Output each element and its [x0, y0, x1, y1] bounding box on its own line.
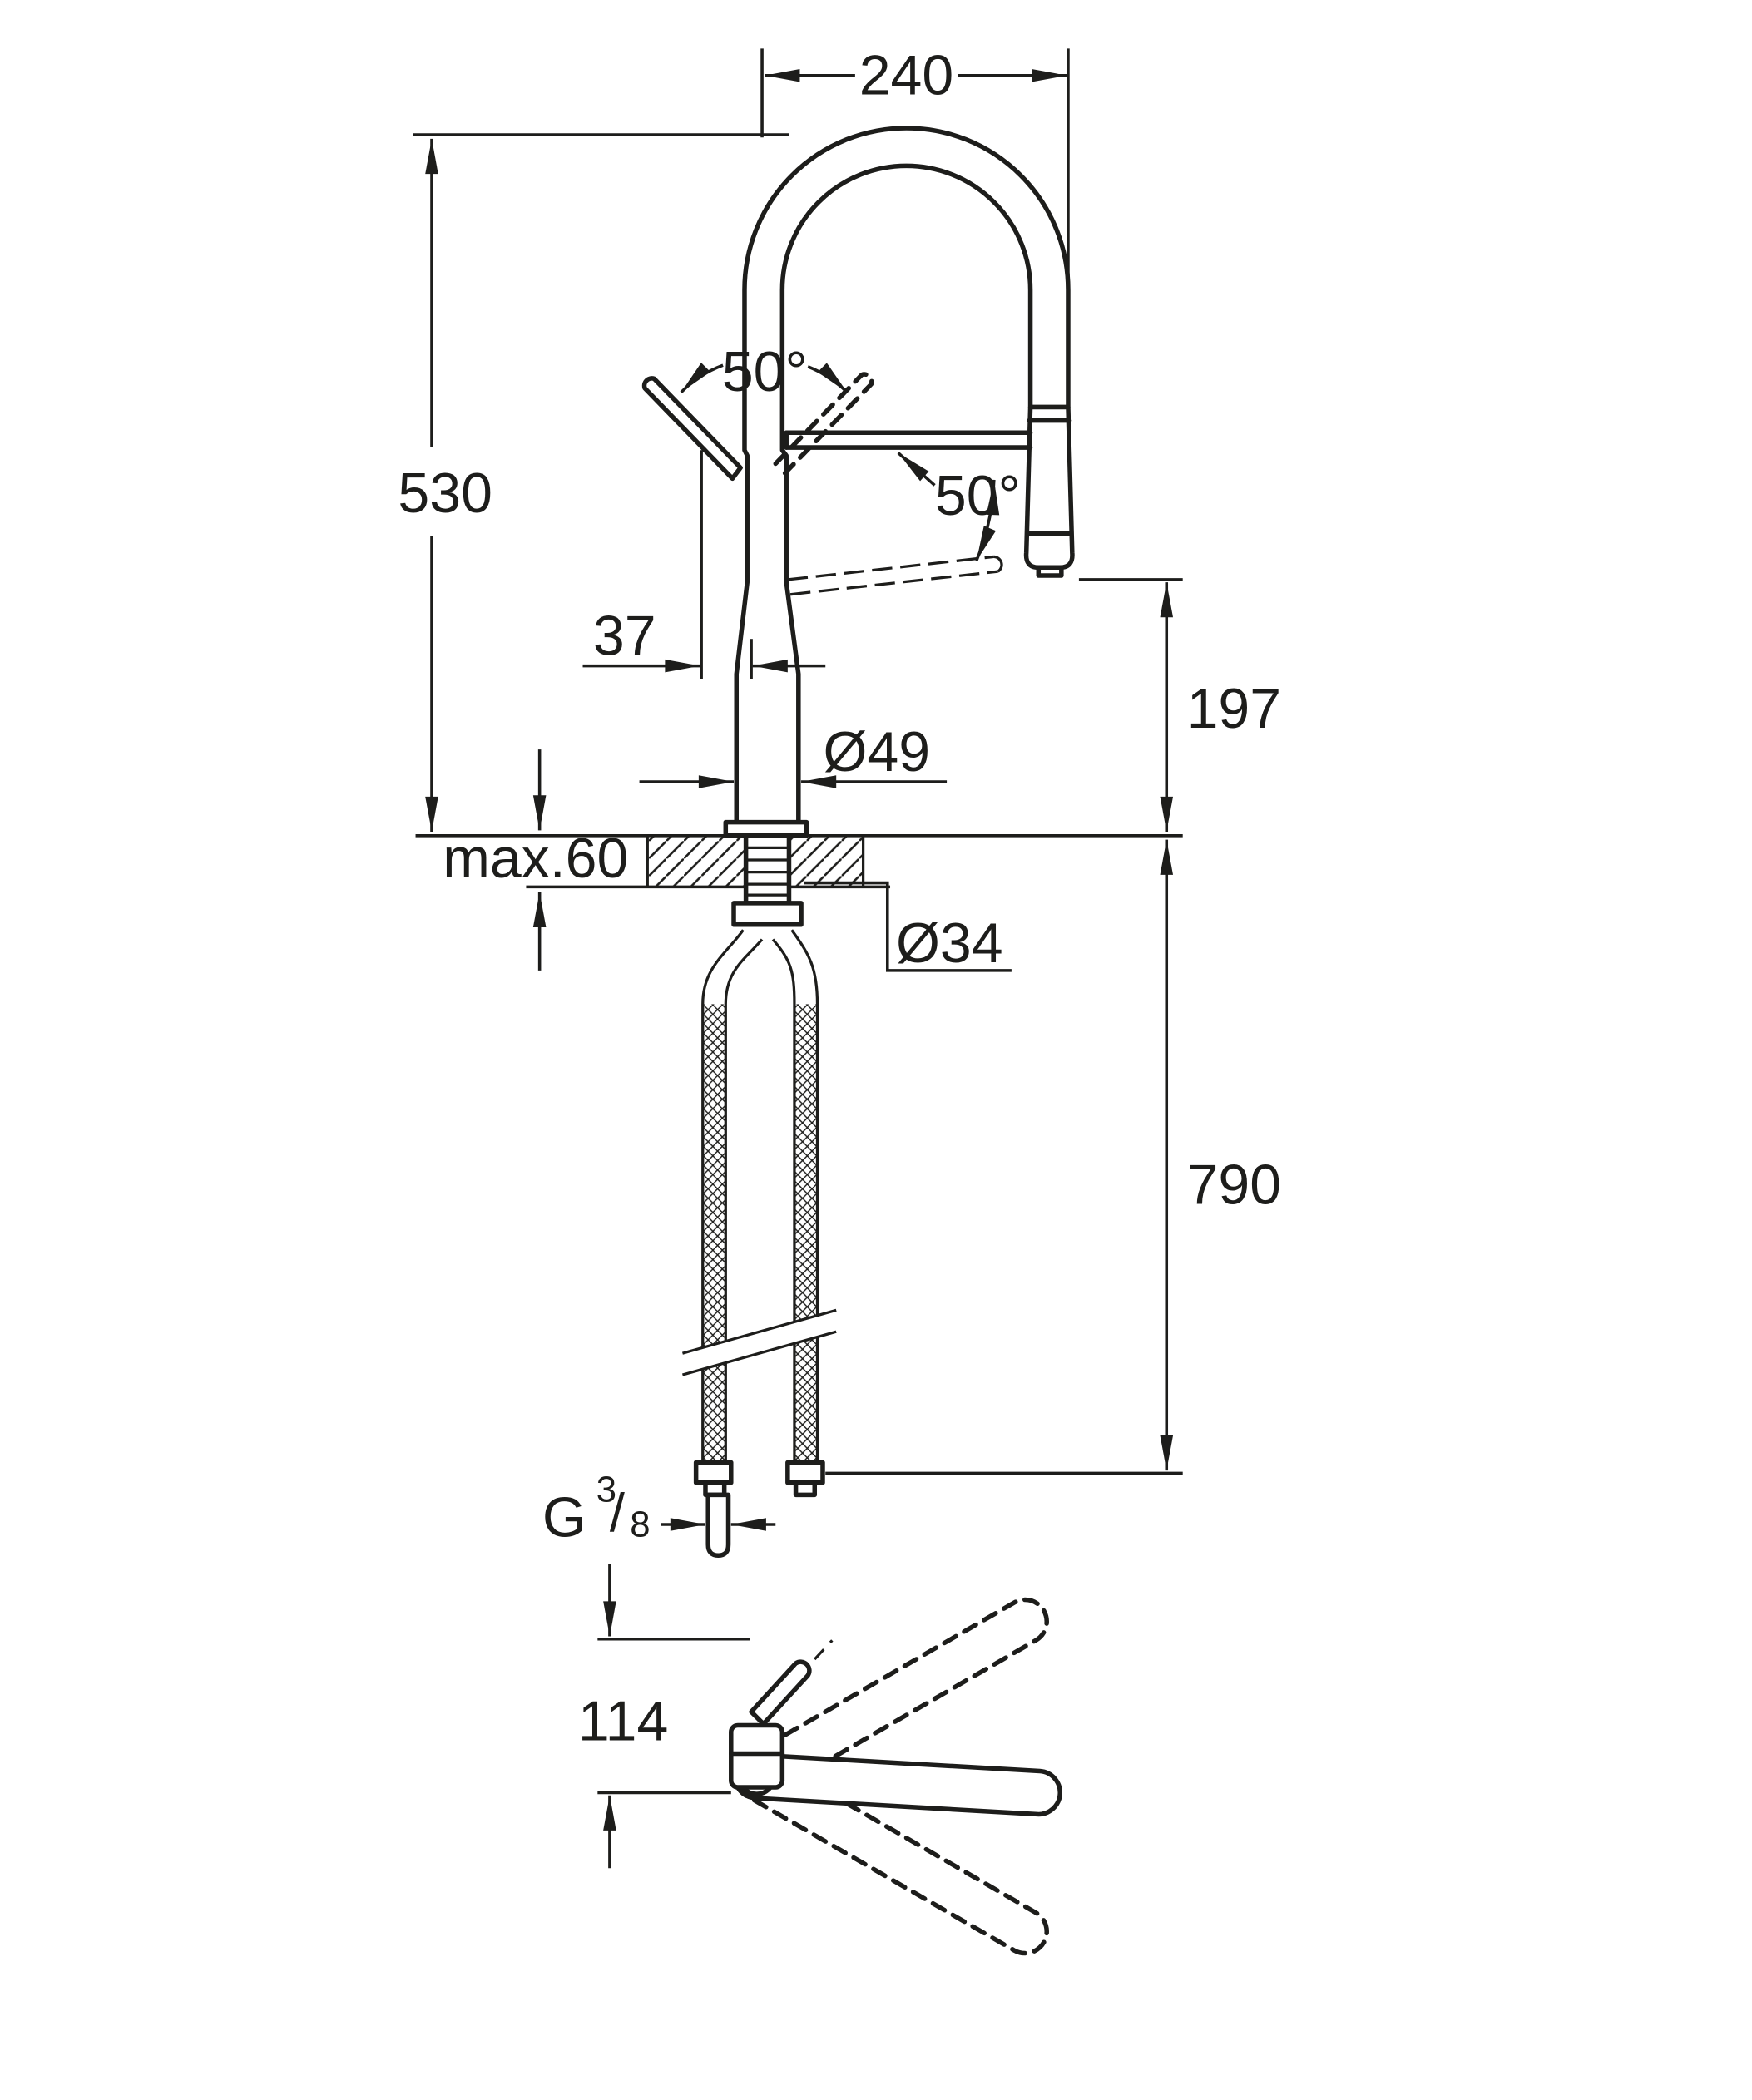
- swivel-lever: [749, 1659, 812, 1727]
- hose-drop-label: 790: [1187, 1153, 1282, 1216]
- right-hose-outer-edge: [790, 929, 819, 1463]
- break-line-lower: [681, 1330, 837, 1376]
- left-hose-braid: [702, 1004, 726, 1463]
- thread-numerator: 3: [596, 1469, 616, 1510]
- break-band: [682, 1310, 837, 1376]
- dim-lever-offset: 37: [582, 450, 826, 679]
- lever-handle-dashed-up: [773, 372, 874, 476]
- dim-hole-diameter: Ø34: [804, 881, 1012, 975]
- lever-angle-1-label: 50°: [722, 340, 808, 403]
- thread-slash: /: [610, 1482, 625, 1543]
- right-hose-nipple: [793, 1480, 818, 1498]
- body-diameter-label: Ø49: [823, 720, 930, 783]
- faucet-right-profile-and-spout-inner: [779, 163, 1033, 838]
- angle-arc-right: [807, 363, 849, 393]
- lever-angle-2-label: 50°: [935, 464, 1021, 527]
- leader-line: [804, 881, 1012, 972]
- break-line-upper: [681, 1308, 837, 1355]
- deck-thickness-label: max.60: [443, 827, 628, 890]
- dim-spray-offset: 114: [578, 1563, 750, 1869]
- swivel-body: [729, 1722, 785, 1790]
- mounting-shank: [723, 819, 809, 927]
- dim-spout-width: 240: [760, 43, 1070, 278]
- left-hose-fitting: [693, 1460, 734, 1485]
- faucet-front-view: [641, 126, 1075, 838]
- dim-thread: G 3 / 8: [542, 1450, 776, 1549]
- thread-label: G 3 / 8: [542, 1450, 651, 1549]
- dim-body-diameter: Ø49: [639, 720, 948, 788]
- mounting-nut: [731, 901, 804, 927]
- spray-head-outline: [1023, 404, 1075, 571]
- right-hose-fitting: [785, 1460, 825, 1485]
- lever-handle-dashed-low-cap: [993, 555, 1003, 573]
- height-label: 530: [398, 462, 492, 525]
- dim-hose-drop: 790: [825, 839, 1282, 1475]
- lever-handle-solid: [641, 376, 743, 482]
- left-hose-inner-edge: [724, 938, 764, 1463]
- dim-deck-thickness: max.60: [443, 749, 628, 971]
- right-hose-braid: [794, 1004, 818, 1463]
- supply-hoses: [681, 929, 837, 1559]
- angle-arc-left: [680, 363, 724, 393]
- dim-outlet-height: 197: [1078, 578, 1282, 832]
- lever-angle-annotations: 50° 50°: [680, 340, 1021, 561]
- spray-offset-label: 114: [578, 1689, 668, 1752]
- hole-diameter-label: Ø34: [896, 912, 1003, 975]
- outlet-height-label: 197: [1187, 677, 1282, 740]
- lever-handle-dashed-low-line1: [787, 555, 994, 581]
- thread-denominator: 8: [630, 1505, 650, 1545]
- faucet-left-profile-and-spout-outer: [734, 126, 1071, 838]
- spray-outlet: [1036, 565, 1064, 578]
- swivel-view: [729, 1597, 1062, 1956]
- lever-handle-dashed-low-line2: [789, 570, 998, 596]
- angle-arc-lower: [975, 479, 1000, 561]
- thread-lines: [745, 846, 789, 897]
- left-hose-outer-edge: [701, 929, 745, 1463]
- dim-height: 530: [398, 133, 789, 832]
- thread-g: G: [542, 1486, 586, 1549]
- spray-hose-tail: [705, 1492, 731, 1559]
- swivel-lever-motion-dash: [814, 1639, 834, 1661]
- spout-width-label: 240: [859, 43, 954, 106]
- right-hose-inner-edge: [771, 938, 796, 1463]
- lever-offset-label: 37: [593, 605, 656, 668]
- angle-leader-lower: [897, 452, 936, 487]
- threaded-shank: [743, 833, 792, 906]
